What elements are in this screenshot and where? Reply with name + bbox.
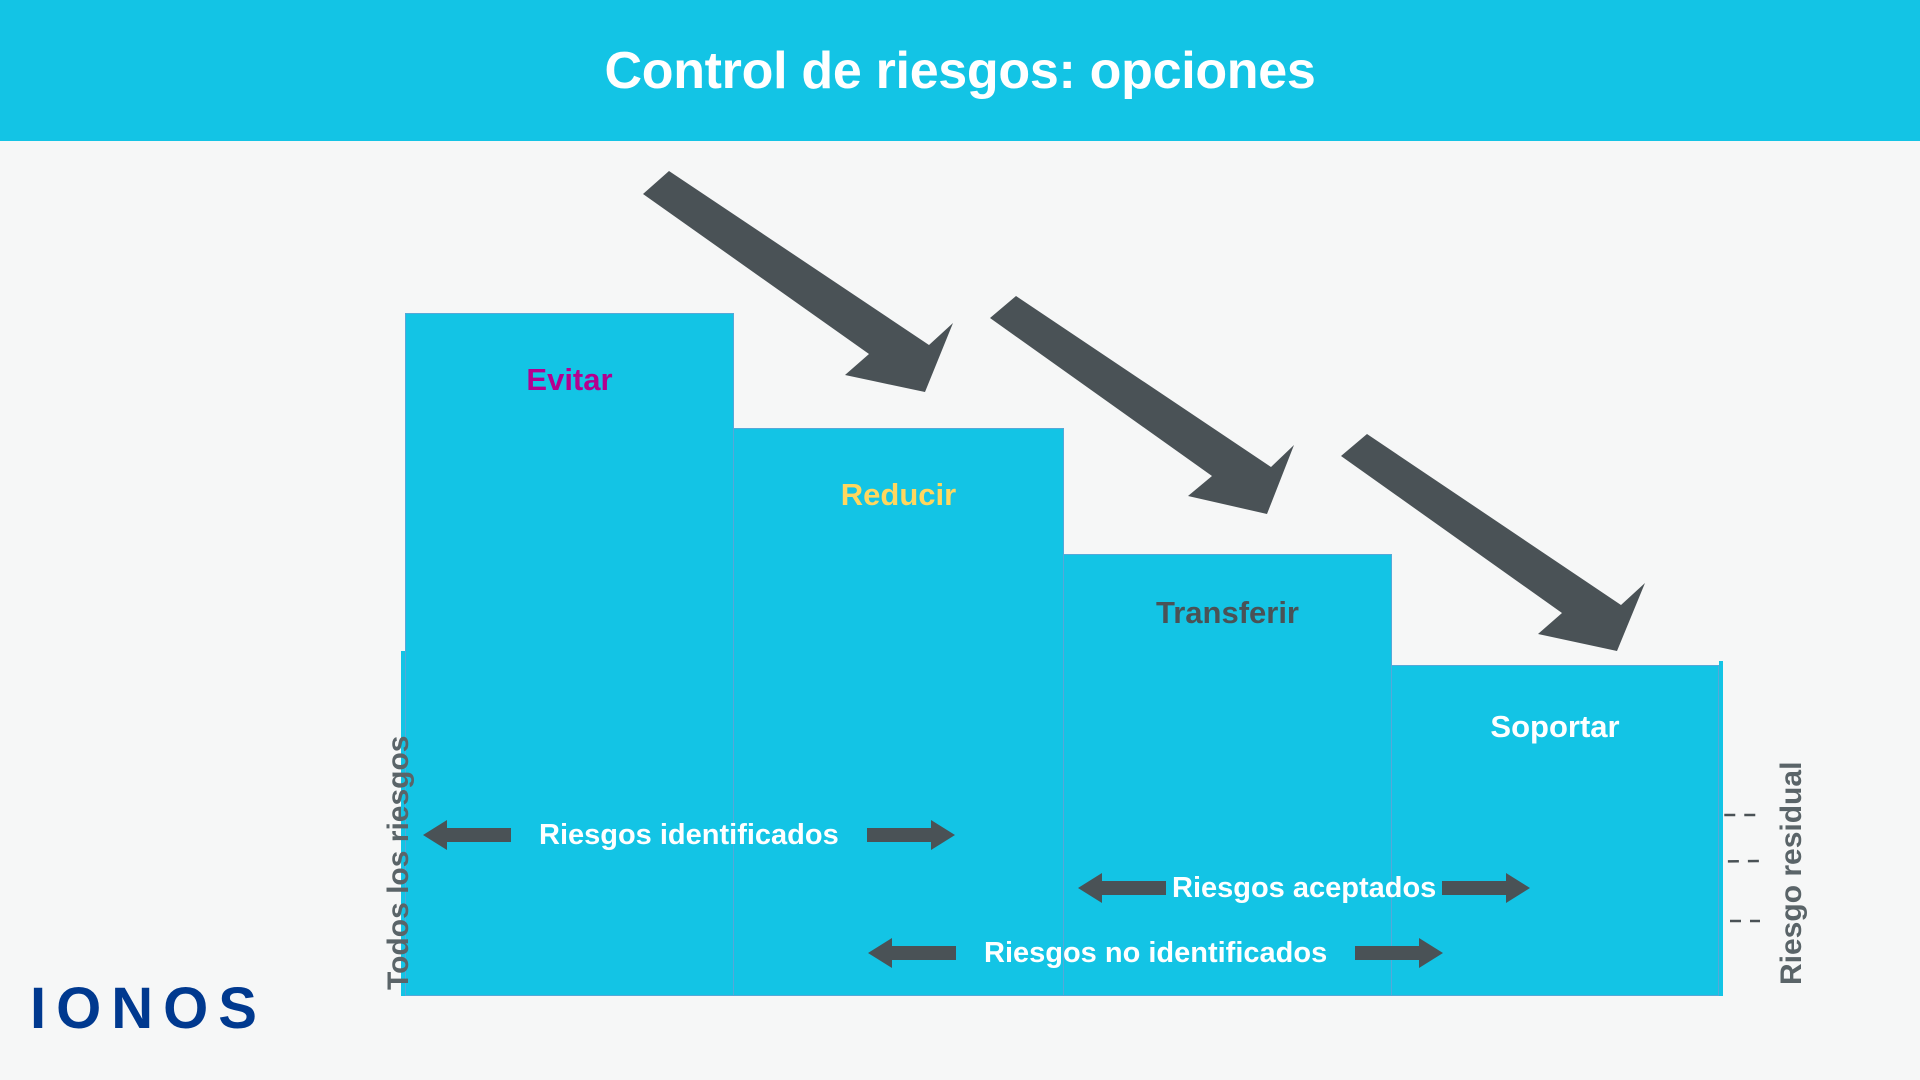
left-axis-rule bbox=[401, 651, 405, 996]
bar-evitar[interactable]: Evitar bbox=[405, 313, 734, 996]
bar-label-evitar: Evitar bbox=[526, 362, 613, 397]
bar-label-soportar: Soportar bbox=[1490, 709, 1620, 744]
bar-soportar[interactable]: Soportar bbox=[1391, 665, 1719, 996]
bar-label-reducir: Reducir bbox=[840, 477, 957, 512]
axis-label-right: Riesgo residual bbox=[1775, 761, 1808, 985]
axis-label-left: Todos los riesgos bbox=[382, 735, 415, 991]
page-title: Control de riesgos: opciones bbox=[604, 41, 1316, 100]
arrow-right-icon bbox=[1442, 873, 1531, 903]
slide-header: Control de riesgos: opciones bbox=[0, 0, 1920, 141]
arrow-left-icon bbox=[868, 938, 956, 968]
annotation-riesgos-no-identificados: Riesgos no identificados bbox=[868, 935, 1444, 971]
right-axis-rule bbox=[1719, 661, 1723, 996]
bar-label-transferir: Transferir bbox=[1155, 595, 1299, 630]
bar-reducir[interactable]: Reducir bbox=[733, 428, 1064, 996]
annotation-label-identificados: Riesgos identificados bbox=[539, 818, 839, 851]
arrow-left-icon bbox=[423, 820, 511, 850]
arrow-left-icon bbox=[1078, 873, 1166, 903]
annotation-riesgos-aceptados: Riesgos aceptados bbox=[1078, 870, 1531, 906]
bar-transferir[interactable]: Transferir bbox=[1063, 554, 1392, 996]
arrow-right-icon bbox=[866, 820, 955, 850]
ionos-logo: IONOS bbox=[30, 976, 267, 1041]
annotation-riesgos-identificados: Riesgos identificados bbox=[423, 817, 955, 853]
annotation-label-no-identificados: Riesgos no identificados bbox=[984, 936, 1328, 969]
arrow-right-icon bbox=[1355, 938, 1444, 968]
annotation-label-aceptados: Riesgos aceptados bbox=[1172, 871, 1437, 904]
